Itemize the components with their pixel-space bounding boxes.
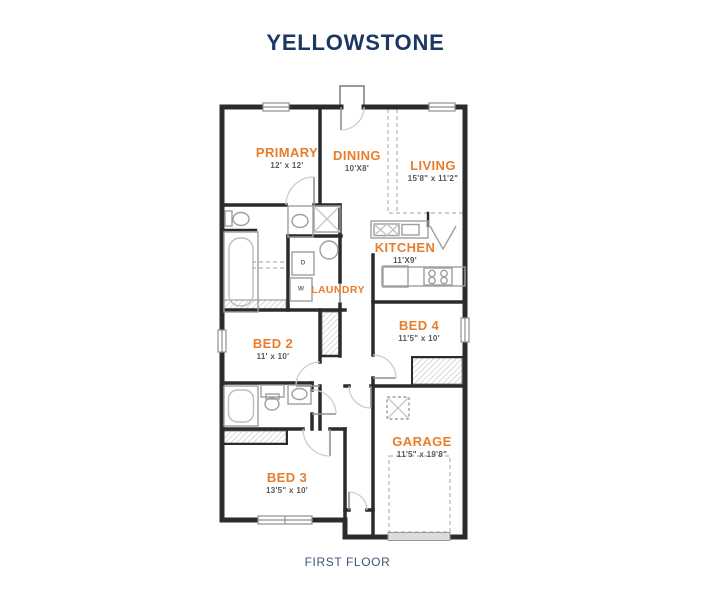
room-name: BED 2 <box>252 335 294 351</box>
bath2-door-arc <box>311 389 337 415</box>
toilet-fixture <box>232 211 250 227</box>
door-swings <box>285 106 457 511</box>
sink-fixture <box>291 213 309 229</box>
toilet2-tank <box>265 393 280 400</box>
room-label-primary: PRIMARY 12' x 12' <box>255 144 319 170</box>
kitchen-counter-2 <box>381 266 466 287</box>
utility-sink-fixture <box>319 240 339 260</box>
vanity-counter <box>287 205 314 238</box>
interior-walls <box>220 105 467 539</box>
room-dims: 15'8" x 11'2" <box>407 173 459 183</box>
porch-outline <box>339 85 365 107</box>
room-label-garage: GARAGE 11'5" x 19'8" <box>392 433 452 459</box>
outer-walls <box>219 104 468 540</box>
room-label-dining: DINING 10'X8' <box>333 147 381 173</box>
room-name: PRIMARY <box>255 144 319 160</box>
bathtub-fixture <box>223 231 259 313</box>
room-dims: 11'5" x 19'8" <box>396 449 448 459</box>
toilet2-fixture <box>264 397 280 411</box>
room-dims: 11'5" x 10' <box>398 333 440 343</box>
bed4-door-arc <box>372 354 397 379</box>
room-dims: 11' x 10' <box>256 351 290 361</box>
sink2-fixture <box>291 387 308 401</box>
primary-door-arc <box>285 176 315 206</box>
room-dims: 12' x 12' <box>270 160 304 170</box>
windows <box>217 102 470 525</box>
refrigerator-fixture <box>382 265 409 288</box>
back-door-arc <box>348 491 368 511</box>
dryer-fixture <box>291 251 315 276</box>
room-name: KITCHEN <box>374 239 436 255</box>
room-label-bed4: BED 4 11'5" x 10' <box>398 317 440 343</box>
kitchen-sink-fixture <box>373 223 400 237</box>
bed3-door-arc <box>302 428 331 457</box>
vanity3-counter <box>287 384 312 405</box>
floor-caption: FIRST FLOOR <box>304 555 391 569</box>
room-name: DINING <box>333 147 381 163</box>
page-title: YELLOWSTONE <box>266 30 445 55</box>
room-name: BED 4 <box>398 317 440 333</box>
room-divider-dashed <box>252 109 464 269</box>
washer-fixture <box>289 277 313 302</box>
room-label-bed2: BED 2 11' x 10' <box>252 335 294 361</box>
entry-door-arc <box>340 106 365 131</box>
room-name: GARAGE <box>392 433 452 449</box>
dryer-letter: D <box>300 259 306 267</box>
room-label-living: LIVING 15'8" x 11'2" <box>407 157 459 183</box>
room-dims: 13'5" x 10' <box>265 485 309 495</box>
parking-area-outline <box>388 455 451 533</box>
garage-door <box>387 532 451 541</box>
kitchen-counter <box>370 220 429 239</box>
room-dims: 10'X8' <box>344 163 370 173</box>
room-name: LAUNDRY <box>311 283 365 296</box>
room-name: LIVING <box>410 157 456 173</box>
room-name: BED 3 <box>266 469 308 485</box>
shower-fixture <box>313 205 341 233</box>
room-dims: 11'X9' <box>393 255 417 265</box>
room-label-kitchen: KITCHEN 11'X9' <box>374 239 436 265</box>
room-label-bed3: BED 3 13'5" x 10' <box>265 469 309 495</box>
vanity2-counter <box>260 384 285 398</box>
stove-fixture <box>423 267 453 286</box>
bathtub2-fixture <box>223 385 259 427</box>
fixtures <box>223 205 466 427</box>
water-heater-fixture <box>386 396 410 420</box>
toilet-tank <box>224 210 233 227</box>
pantry-bifold-door <box>429 225 457 251</box>
room-label-laundry: LAUNDRY <box>311 284 365 296</box>
bed2-door-arc <box>295 361 321 387</box>
garage-hall-door-arc <box>348 385 372 409</box>
dishwasher-fixture <box>401 223 420 236</box>
washer-letter: W <box>297 285 305 293</box>
